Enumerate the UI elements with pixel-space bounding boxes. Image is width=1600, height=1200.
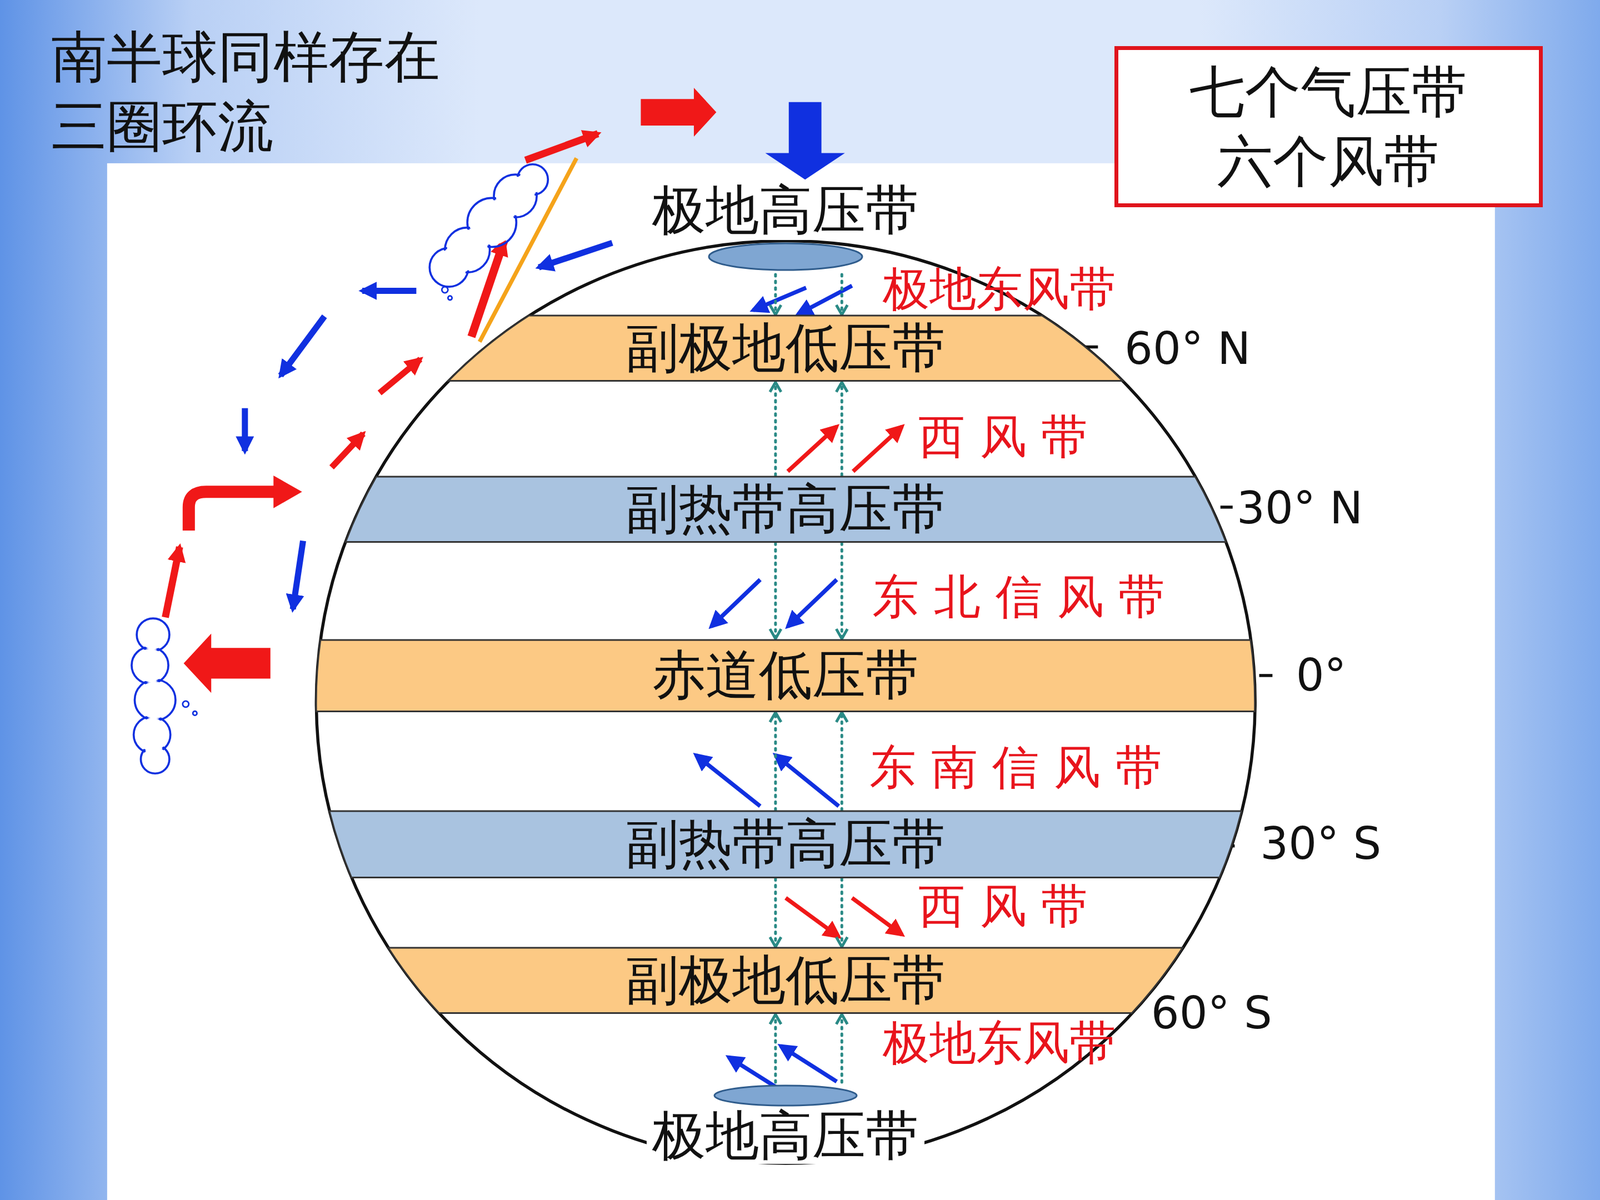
- polar-high: 极地高压带: [646, 181, 925, 274]
- circulation-arrow: [538, 242, 613, 268]
- airflow-connector: [773, 1014, 777, 1083]
- wind-arrow: [787, 579, 837, 627]
- slide-title: 南半球同样存在 三圈环流: [51, 22, 485, 162]
- pressure-band: 副热带高压带: [329, 811, 1242, 878]
- airflow-connector: [840, 542, 844, 639]
- wind-belt-label: 西 风 带: [918, 411, 1088, 463]
- circulation-arrow: [241, 408, 248, 452]
- wind-arrow: [785, 897, 839, 937]
- wind-arrow: [775, 755, 839, 807]
- cloud: [138, 620, 168, 649]
- wind-arrow: [728, 1057, 775, 1087]
- circulation-arrow: [183, 633, 271, 694]
- cloud: [142, 746, 168, 772]
- circulation-arrow: [379, 359, 420, 394]
- cloud: [133, 648, 167, 682]
- wind-arrow: [696, 755, 761, 807]
- cloud: [447, 296, 452, 300]
- latitude-label: 60° S: [1151, 988, 1273, 1038]
- polar-cap: [714, 1085, 857, 1106]
- cloud: [192, 711, 197, 715]
- airflow-connector: [773, 878, 777, 948]
- wind-arrow: [852, 897, 903, 935]
- band-shape: [448, 315, 1123, 382]
- latitude-tick: [1259, 673, 1273, 678]
- cloud: [131, 646, 169, 684]
- wind-arrow: [797, 285, 852, 314]
- node-label: 副热带高压带: [625, 480, 946, 539]
- airflow-connector: [840, 878, 844, 948]
- wind-arrow: [711, 579, 760, 627]
- cloud: [136, 618, 170, 652]
- airflow-connector: [773, 712, 777, 810]
- cloud: [133, 620, 174, 772]
- polar-cap: [708, 243, 863, 270]
- cloud: [431, 166, 547, 285]
- polar-cap: [702, 1083, 869, 1108]
- circulation-arrow: [273, 475, 302, 509]
- cloud: [182, 701, 189, 708]
- node-label: 副极地低压带: [625, 318, 946, 378]
- airflow-connector: [840, 1014, 844, 1083]
- cloud: [136, 681, 174, 719]
- globe-outline: [316, 240, 1255, 1163]
- circulation-arrow: [640, 87, 717, 137]
- node-label: 副热带高压带: [625, 815, 946, 874]
- airflow-connector: [840, 712, 844, 810]
- circulation-arrow: [525, 133, 598, 161]
- airflow-connector: [773, 274, 777, 315]
- latitude-label: 0°: [1296, 651, 1347, 700]
- latitude-tick: [1220, 505, 1233, 509]
- wind-arrow: [853, 426, 903, 472]
- cloud: [134, 679, 175, 720]
- node-label: 极地高压带: [646, 1107, 925, 1164]
- cloud: [131, 618, 176, 774]
- circulation-arrow: [362, 287, 417, 294]
- wind-belt-label: 东 南 信 风 带: [869, 741, 1163, 793]
- band-shape: [388, 947, 1183, 1014]
- wind-belt-label: 西 风 带: [918, 880, 1088, 932]
- wind-belt-label: 东 北 信 风 带: [872, 571, 1165, 623]
- cloud: [441, 286, 448, 293]
- circulation-arrow: [479, 158, 577, 343]
- band-shape: [329, 811, 1242, 878]
- circulation-arrow: [292, 540, 303, 609]
- polar-high: 极地高压带: [646, 1083, 925, 1164]
- latitude-label: 60° N: [1124, 324, 1251, 374]
- airflow-connector: [840, 382, 844, 476]
- circulation-arrow: [765, 102, 845, 180]
- wind-arrow: [787, 426, 837, 472]
- cloud: [135, 718, 169, 752]
- wind-belt-label: 极地东风带: [882, 1017, 1117, 1069]
- circulation-arrow: [165, 546, 180, 618]
- circulation-arrow: [188, 491, 276, 531]
- airflow-connector: [773, 542, 777, 639]
- white-panel: [107, 163, 1495, 1200]
- latitude-label: 30° S: [1260, 819, 1382, 869]
- node-label: 七个气压带 六个风带: [1172, 57, 1484, 197]
- summary-box: 七个气压带 六个风带: [1114, 46, 1543, 208]
- pressure-band: 赤道低压带: [316, 640, 1255, 712]
- node-label: 副极地低压带: [625, 951, 946, 1010]
- airflow-connector: [773, 382, 777, 476]
- airflow-connector: [840, 274, 844, 315]
- node-label: 极地高压带: [646, 181, 925, 240]
- node-label: 赤道低压带: [652, 646, 919, 705]
- wind-arrow: [780, 1046, 837, 1082]
- wind-belt-label: 极地东风带: [882, 263, 1117, 315]
- pressure-band: 副热带高压带: [345, 476, 1227, 543]
- band-shape: [345, 476, 1227, 543]
- polar-cap: [702, 240, 869, 274]
- cloud: [519, 166, 547, 193]
- circulation-arrow: [331, 433, 364, 468]
- wind-arrow: [753, 287, 807, 310]
- latitude-label: 30° N: [1236, 483, 1363, 533]
- band-shape: [316, 640, 1255, 712]
- circulation-arrow: [165, 87, 845, 693]
- pressure-band: 副极地低压带: [448, 315, 1123, 382]
- cloud: [429, 164, 548, 287]
- pressure-band: 副极地低压带: [388, 947, 1183, 1014]
- circulation-arrow: [280, 316, 325, 376]
